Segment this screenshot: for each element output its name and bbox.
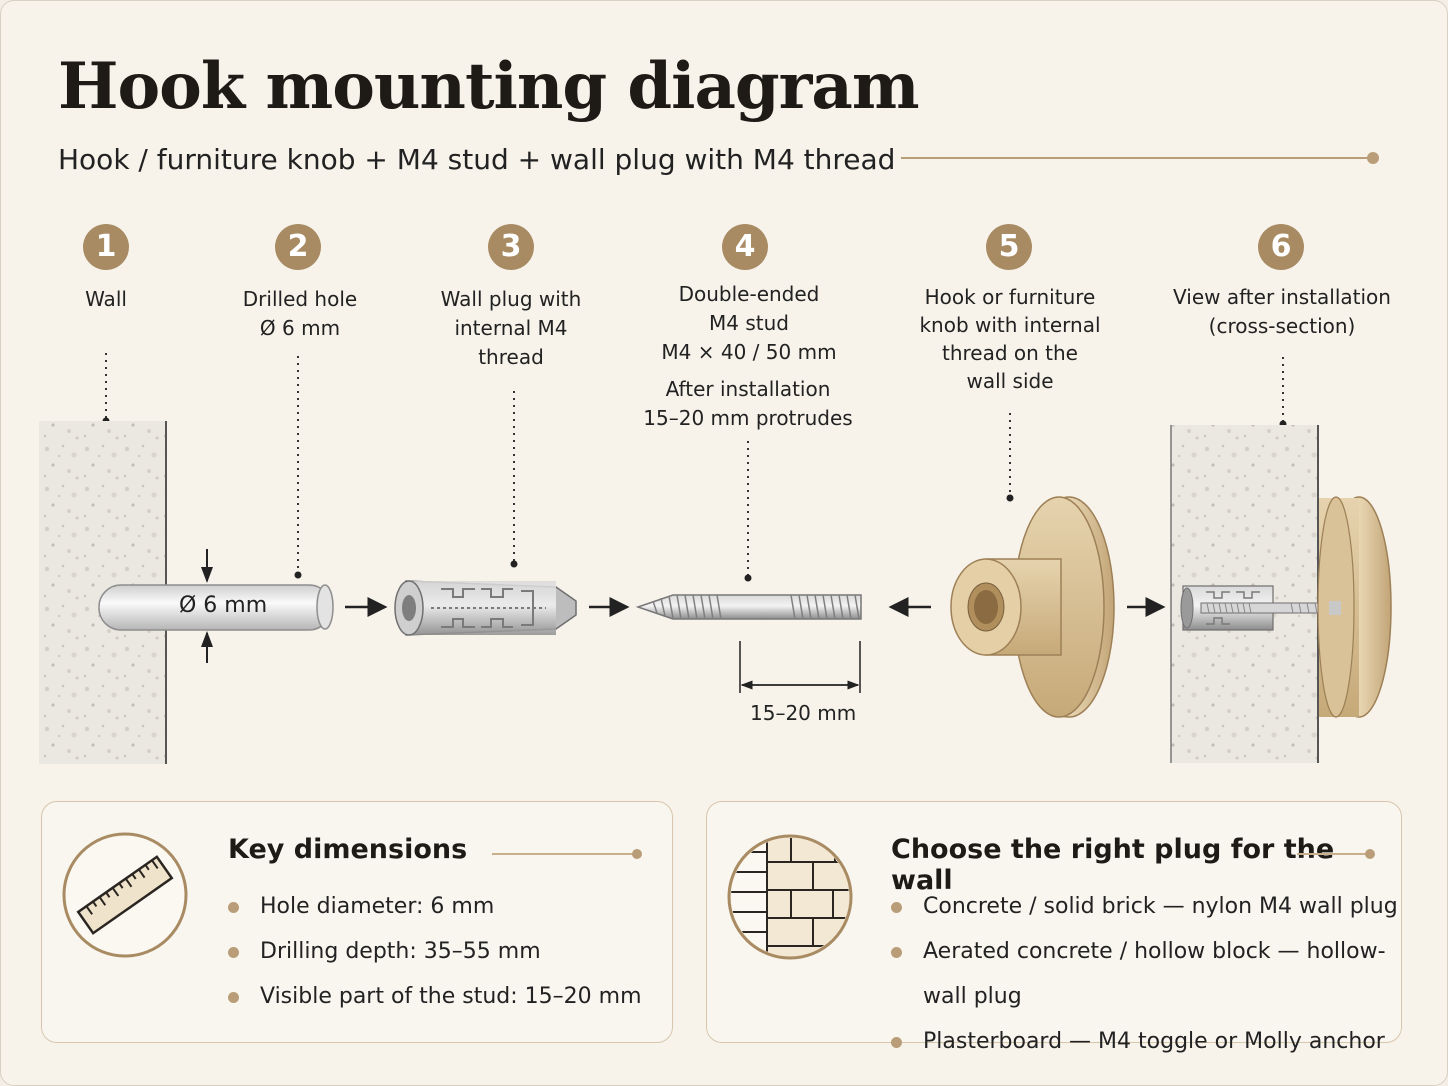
step-6-label-line: View after installation (1173, 285, 1391, 309)
list-item: Concrete / solid brick — nylon M4 wall p… (891, 884, 1401, 929)
plug-choice-heading: Choose the right plug for the wall (891, 834, 1335, 896)
drilled-hole (98, 549, 334, 663)
step-5-badge: 5 (986, 224, 1032, 270)
card-rule (492, 853, 635, 855)
ruler-icon (62, 832, 188, 958)
assembly-illustration (39, 353, 1392, 764)
list-item: Plasterboard — M4 toggle or Molly anchor (891, 1019, 1401, 1064)
key-dimensions-list: Hole diameter: 6 mm Drilling depth: 35–5… (228, 884, 642, 1019)
hole-diameter-label: Ø 6 mm (179, 593, 268, 618)
list-item: Visible part of the stud: 15–20 mm (228, 974, 642, 1019)
step-2-label-line: Drilled hole (242, 287, 358, 311)
step-2-badge: 2 (275, 224, 321, 270)
installed-cross-section (1170, 425, 1392, 763)
key-dimensions-heading: Key dimensions (228, 834, 468, 865)
step-4-note-line: After installation (665, 377, 831, 401)
step-4-note: After installation 15–20 mm protrudes (618, 375, 878, 433)
subtitle-rule-dot (1367, 152, 1379, 164)
hook-knob (950, 496, 1115, 718)
step-4-label-line: M4 stud (709, 311, 789, 335)
step-4-note-line: 15–20 mm protrudes (643, 406, 853, 430)
step-4-label-line: M4 × 40 / 50 mm (661, 340, 837, 364)
list-item: Aerated concrete / hollow block — hollow… (891, 929, 1401, 1019)
step-2-label: Drilled hole Ø 6 mm (185, 285, 415, 343)
step-5-label-line: wall side (966, 369, 1054, 393)
plug-choice-card: Choose the right plug for the wall Concr… (706, 801, 1402, 1054)
wall-plug (394, 580, 577, 636)
step-3-label-line: thread (478, 345, 544, 369)
step-6-label: View after installation (cross-section) (1166, 283, 1398, 341)
subtitle-rule (901, 157, 1373, 159)
step-3-label: Wall plug with internal M4 thread (396, 285, 626, 372)
step-6-badge: 6 (1258, 224, 1304, 270)
step-1-label: Wall (1, 285, 221, 314)
step-4-label-line: Double-ended (678, 282, 820, 306)
step-3-badge: 3 (488, 224, 534, 270)
plug-choice-list: Concrete / solid brick — nylon M4 wall p… (891, 884, 1401, 1064)
step-6-label-line: (cross-section) (1208, 314, 1356, 338)
step-1-label-line: Wall (85, 287, 127, 311)
step-4-badge: 4 (722, 224, 768, 270)
step-4-label: Double-ended M4 stud M4 × 40 / 50 mm (634, 280, 864, 367)
step-5-label-line: thread on the (941, 341, 1078, 365)
step-2-label-line: Ø 6 mm (259, 316, 341, 340)
protrusion-dimension-label: 15–20 mm (750, 701, 857, 725)
page-subtitle: Hook / furniture knob + M4 stud + wall p… (58, 143, 896, 176)
card-rule-dot (632, 849, 642, 859)
step-3-label-line: Wall plug with (440, 287, 582, 311)
step-5-label-line: knob with internal (919, 313, 1101, 337)
step-5-label-line: Hook or furniture (924, 285, 1096, 309)
step-3-label-line: internal M4 (454, 316, 568, 340)
step-1-badge: 1 (83, 224, 129, 270)
brick-wall-icon (727, 834, 853, 960)
list-item: Hole diameter: 6 mm (228, 884, 642, 929)
list-item: Drilling depth: 35–55 mm (228, 929, 642, 974)
page-title: Hook mounting diagram (58, 49, 920, 124)
m4-stud (635, 594, 862, 693)
step-5-label: Hook or furniture knob with internal thr… (895, 283, 1125, 395)
card-rule-dot (1365, 849, 1375, 859)
key-dimensions-card: Key dimensions Hole diameter: 6 mm Drill… (41, 801, 673, 1043)
card-rule (1297, 853, 1369, 855)
